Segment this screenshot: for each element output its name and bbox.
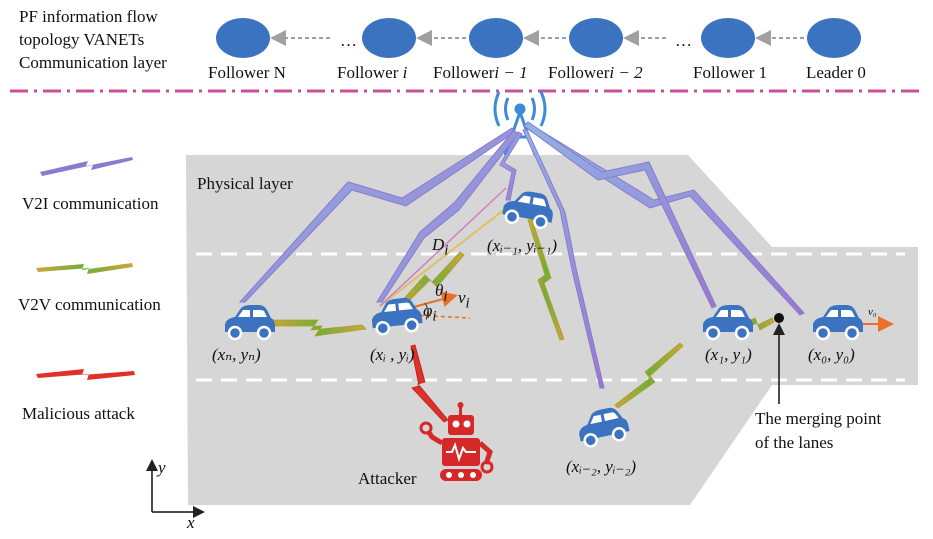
merge-note-line-2: of the lanes (755, 433, 834, 452)
distance-symbol: Di (432, 235, 449, 259)
legend-v2i-icon (40, 157, 133, 176)
node-follower-i (362, 18, 416, 58)
phi-symbol: φi (423, 301, 437, 325)
merging-point-marker (774, 313, 784, 323)
legend-attack-label: Malicious attack (22, 404, 135, 423)
physical-layer-area (186, 155, 918, 505)
attacker-label: Attacker (358, 469, 417, 488)
position-label-i-minus-2: (xᵢ₋₂, yᵢ₋₂) (566, 457, 637, 476)
legend-v2v-icon (36, 263, 133, 274)
topology-title-line-3: Communication layer (19, 53, 167, 72)
node-leader-0 (807, 18, 861, 58)
position-label-1: (x₁, y₁) (705, 345, 752, 364)
ellipsis-right: … (675, 31, 692, 50)
attacker-robot-icon (419, 402, 494, 481)
legend-attack-icon (36, 369, 135, 380)
axis-y-label: y (158, 458, 166, 477)
node-label-follower-i-minus-1: Followeri − 1 (433, 63, 528, 82)
node-label-leader-0: Leader 0 (806, 63, 866, 82)
axis-x-label: x (187, 513, 195, 532)
attack-link (410, 344, 449, 423)
position-label-i: (xᵢ , yᵢ) (370, 345, 415, 364)
position-label-i-minus-1: (xᵢ₋₁, yᵢ₋₁) (487, 236, 558, 255)
topology-title-line-1: PF information flow (19, 7, 158, 26)
ellipsis-left: … (340, 31, 357, 50)
coordinate-axes (146, 459, 205, 518)
velocity-symbol: vi (458, 288, 470, 312)
legend-v2i-label: V2I communication (22, 194, 159, 213)
topology-title-line-2: topology VANETs (19, 30, 145, 49)
v2v-links (269, 218, 775, 409)
legend-v2v-label: V2V communication (18, 295, 161, 314)
theta-symbol: θi (435, 281, 448, 305)
node-follower-i-minus-2 (569, 18, 623, 58)
leader-velocity-symbol: v₀ (868, 306, 877, 318)
node-follower-n (216, 18, 270, 58)
topology-nodes (216, 18, 861, 58)
merge-note-line-1: The merging point (755, 409, 882, 428)
node-label-follower-i: Follower i (337, 63, 408, 82)
node-follower-1 (701, 18, 755, 58)
node-label-follower-1: Follower 1 (693, 63, 768, 82)
position-label-n: (xₙ, yₙ) (212, 345, 261, 364)
node-follower-i-minus-1 (469, 18, 523, 58)
v2i-links (238, 121, 805, 389)
physical-layer-title: Physical layer (197, 174, 293, 193)
node-label-follower-n: Follower N (208, 63, 286, 82)
position-label-0: (x₀, y₀) (808, 345, 855, 364)
node-label-follower-i-minus-2: Followeri − 2 (548, 63, 643, 82)
